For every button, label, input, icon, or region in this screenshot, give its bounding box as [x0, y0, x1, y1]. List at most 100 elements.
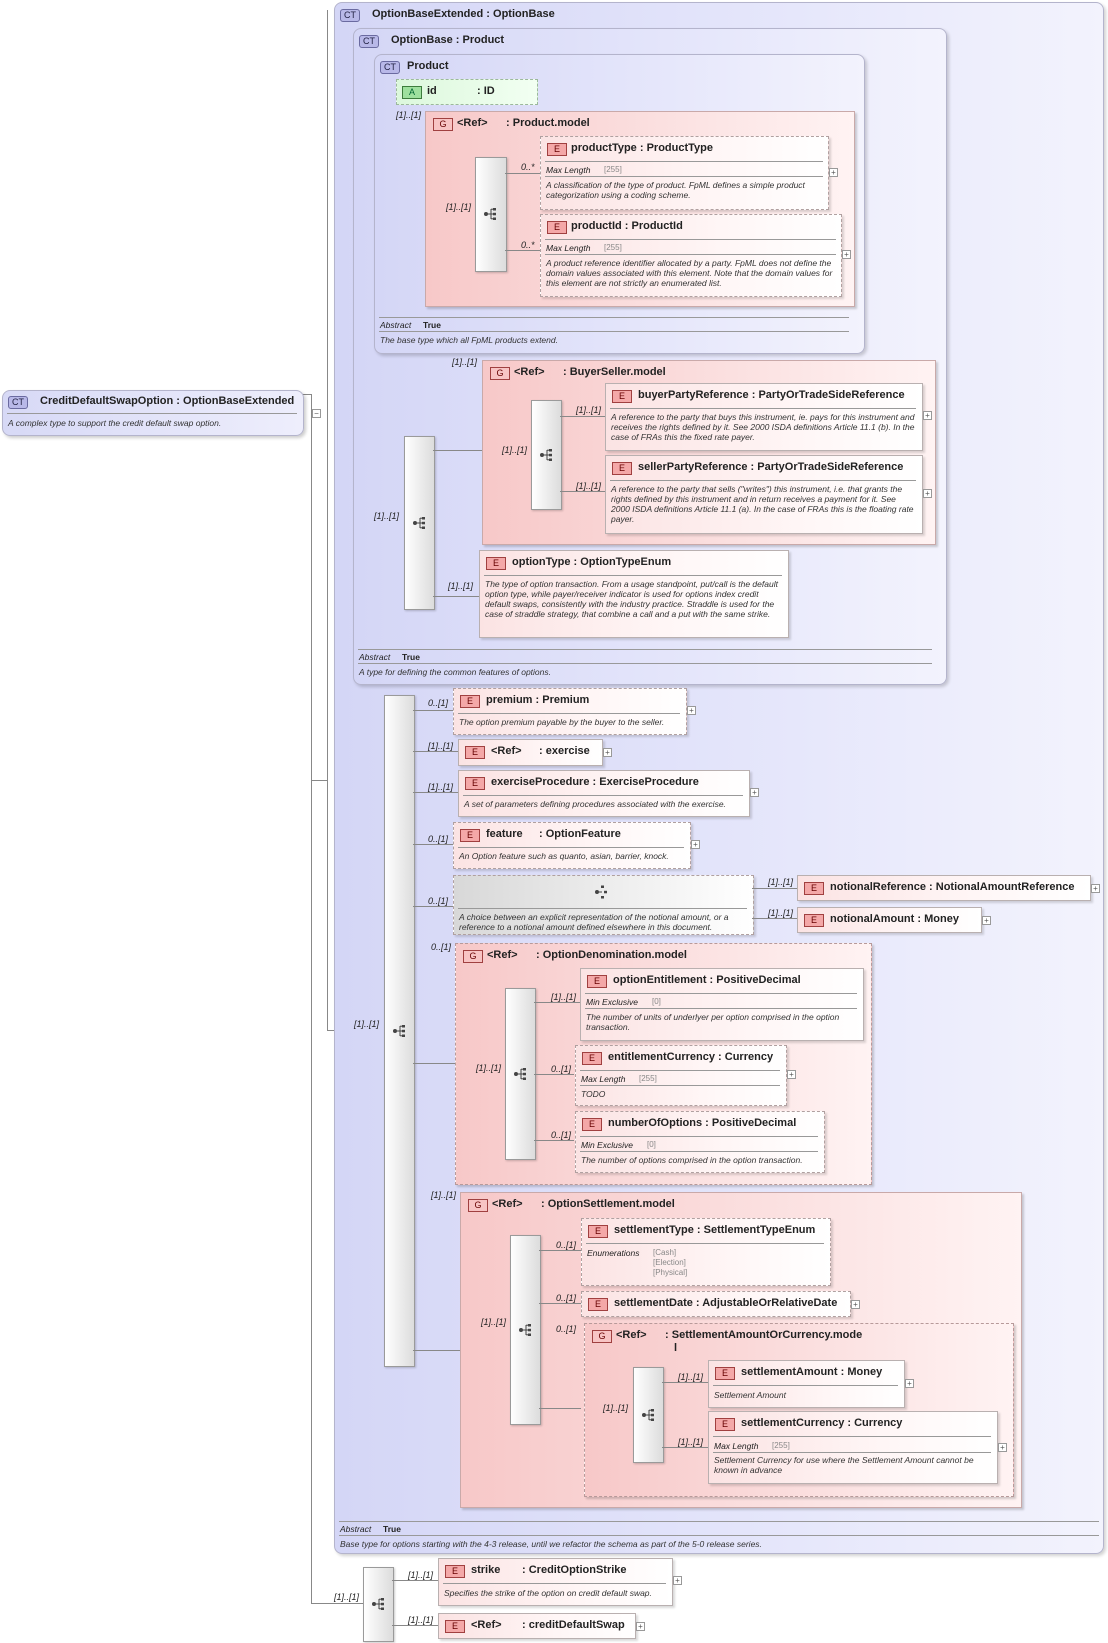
- seller-party-reference-element[interactable]: E sellerPartyReference : PartyOrTradeSid…: [605, 455, 923, 534]
- abstract-value: True: [423, 320, 441, 330]
- buyer-party-reference-element[interactable]: E buyerPartyReference : PartyOrTradeSide…: [605, 383, 923, 451]
- expand-icon[interactable]: +: [603, 748, 612, 757]
- settlement-amount-element[interactable]: E settlementAmount : Money Settlement Am…: [708, 1360, 905, 1408]
- product-id-element[interactable]: E productId : ProductId Max Length [255]…: [540, 214, 842, 297]
- element-icon: E: [715, 1418, 735, 1431]
- separator: [713, 1452, 991, 1453]
- element-description: The option premium payable by the buyer …: [459, 717, 665, 727]
- connector: [392, 1625, 438, 1626]
- expand-icon[interactable]: +: [750, 788, 759, 797]
- sequence-compositor[interactable]: [475, 157, 507, 272]
- connector: [505, 250, 540, 251]
- number-of-options-element[interactable]: E numberOfOptions : PositiveDecimal Min …: [575, 1111, 825, 1173]
- sequence-icon: [372, 1598, 384, 1610]
- sequence-compositor[interactable]: [505, 988, 536, 1160]
- multiplicity: 0..[1]: [551, 1064, 572, 1074]
- element-icon: E: [582, 1118, 602, 1131]
- element-title: sellerPartyReference : PartyOrTradeSideR…: [638, 461, 904, 473]
- multiplicity: [1]..[1]: [374, 511, 400, 521]
- credit-default-swap-element[interactable]: E <Ref> : creditDefaultSwap: [438, 1613, 636, 1639]
- sequence-icon: [393, 1025, 405, 1037]
- settlement-date-element[interactable]: E settlementDate : AdjustableOrRelativeD…: [581, 1291, 851, 1317]
- sequence-compositor[interactable]: [633, 1367, 664, 1463]
- expand-icon[interactable]: +: [1091, 884, 1100, 893]
- separator: [463, 795, 743, 796]
- option-type-element[interactable]: E optionType : OptionTypeEnum The type o…: [479, 550, 789, 638]
- element-icon: E: [804, 914, 824, 927]
- separator: [580, 1070, 780, 1071]
- sequence-compositor[interactable]: [510, 1235, 541, 1425]
- element-icon: E: [582, 1052, 602, 1065]
- exercise-procedure-element[interactable]: E exerciseProcedure : ExerciseProcedure …: [458, 770, 750, 817]
- expand-icon[interactable]: +: [787, 1070, 796, 1079]
- sequence-compositor[interactable]: [384, 695, 415, 1367]
- strike-element[interactable]: E strike : CreditOptionStrike Specifies …: [438, 1558, 673, 1606]
- id-attribute[interactable]: A id : ID: [396, 79, 538, 105]
- notional-choice[interactable]: A choice between an explicit representat…: [453, 875, 754, 935]
- expand-icon[interactable]: +: [998, 1443, 1007, 1452]
- element-ref: <Ref>: [471, 1619, 502, 1631]
- connector: [303, 394, 311, 395]
- expand-icon[interactable]: +: [687, 706, 696, 715]
- connector: [413, 792, 458, 793]
- element-type: : exercise: [539, 745, 590, 757]
- feature-element[interactable]: E feature : OptionFeature An Option feat…: [453, 822, 691, 869]
- product-title: Product: [407, 60, 449, 72]
- group-icon: G: [463, 950, 483, 963]
- complex-type-icon: CT: [359, 35, 379, 48]
- element-name: feature: [486, 828, 523, 840]
- complex-type-icon: CT: [380, 61, 400, 74]
- separator: [713, 1436, 991, 1437]
- exercise-element[interactable]: E <Ref> : exercise: [458, 739, 603, 766]
- entitlement-currency-element[interactable]: E entitlementCurrency : Currency Max Len…: [575, 1045, 787, 1106]
- notional-reference-element[interactable]: E notionalReference : NotionalAmountRefe…: [797, 875, 1091, 901]
- connector: [662, 1382, 708, 1383]
- multiplicity: 0..*: [521, 162, 535, 172]
- property-value: [0]: [647, 1140, 656, 1149]
- group-type: : SettlementAmountOrCurrency.mode: [665, 1329, 863, 1341]
- separator: [7, 413, 297, 414]
- abstract-value: True: [402, 652, 420, 662]
- option-entitlement-element[interactable]: E optionEntitlement : PositiveDecimal Mi…: [580, 968, 864, 1041]
- expand-icon[interactable]: +: [905, 1379, 914, 1388]
- settlement-currency-element[interactable]: E settlementCurrency : Currency Max Leng…: [708, 1411, 998, 1484]
- multiplicity: 0..[1]: [428, 834, 449, 844]
- property-value: [255]: [604, 165, 622, 174]
- premium-element[interactable]: E premium : Premium The option premium p…: [453, 688, 687, 735]
- expand-icon[interactable]: +: [923, 489, 932, 498]
- expand-icon[interactable]: +: [851, 1300, 860, 1309]
- multiplicity: [1]..[1]: [481, 1317, 507, 1327]
- element-title: settlementAmount : Money: [741, 1366, 883, 1378]
- multiplicity: [1]..[1]: [448, 581, 474, 591]
- element-title: premium : Premium: [486, 694, 590, 706]
- enumeration-value: [Physical]: [653, 1268, 688, 1277]
- product-type-element[interactable]: E productType : ProductType Max Length […: [540, 136, 829, 210]
- expand-icon[interactable]: +: [923, 411, 932, 420]
- sequence-compositor[interactable]: [531, 400, 562, 510]
- settlement-type-element[interactable]: E settlementType : SettlementTypeEnum En…: [581, 1218, 831, 1286]
- connector: [311, 394, 312, 1604]
- expand-icon[interactable]: +: [829, 168, 838, 177]
- element-icon: E: [547, 221, 567, 234]
- sequence-compositor[interactable]: [363, 1567, 394, 1642]
- expand-icon[interactable]: +: [691, 840, 700, 849]
- expand-icon[interactable]: +: [842, 250, 851, 259]
- element-icon: E: [587, 975, 607, 988]
- credit-default-swap-option-type[interactable]: CT CreditDefaultSwapOption : OptionBaseE…: [2, 390, 321, 436]
- multiplicity: [1]..[1]: [768, 908, 794, 918]
- multiplicity: 0..[1]: [556, 1324, 577, 1334]
- expand-icon[interactable]: +: [982, 916, 991, 925]
- separator: [443, 1583, 666, 1584]
- expand-icon[interactable]: +: [673, 1576, 682, 1585]
- notional-amount-element[interactable]: E notionalAmount : Money: [797, 907, 982, 933]
- collapse-icon[interactable]: −: [312, 409, 321, 418]
- element-type: : OptionFeature: [539, 828, 621, 840]
- attribute-icon: A: [402, 86, 422, 99]
- expand-icon[interactable]: +: [636, 1622, 645, 1631]
- group-type: : Product.model: [506, 117, 590, 129]
- connector: [413, 751, 458, 752]
- sequence-compositor[interactable]: [404, 436, 435, 610]
- element-icon: E: [715, 1367, 735, 1380]
- separator: [339, 1535, 1099, 1536]
- connector: [327, 10, 328, 1030]
